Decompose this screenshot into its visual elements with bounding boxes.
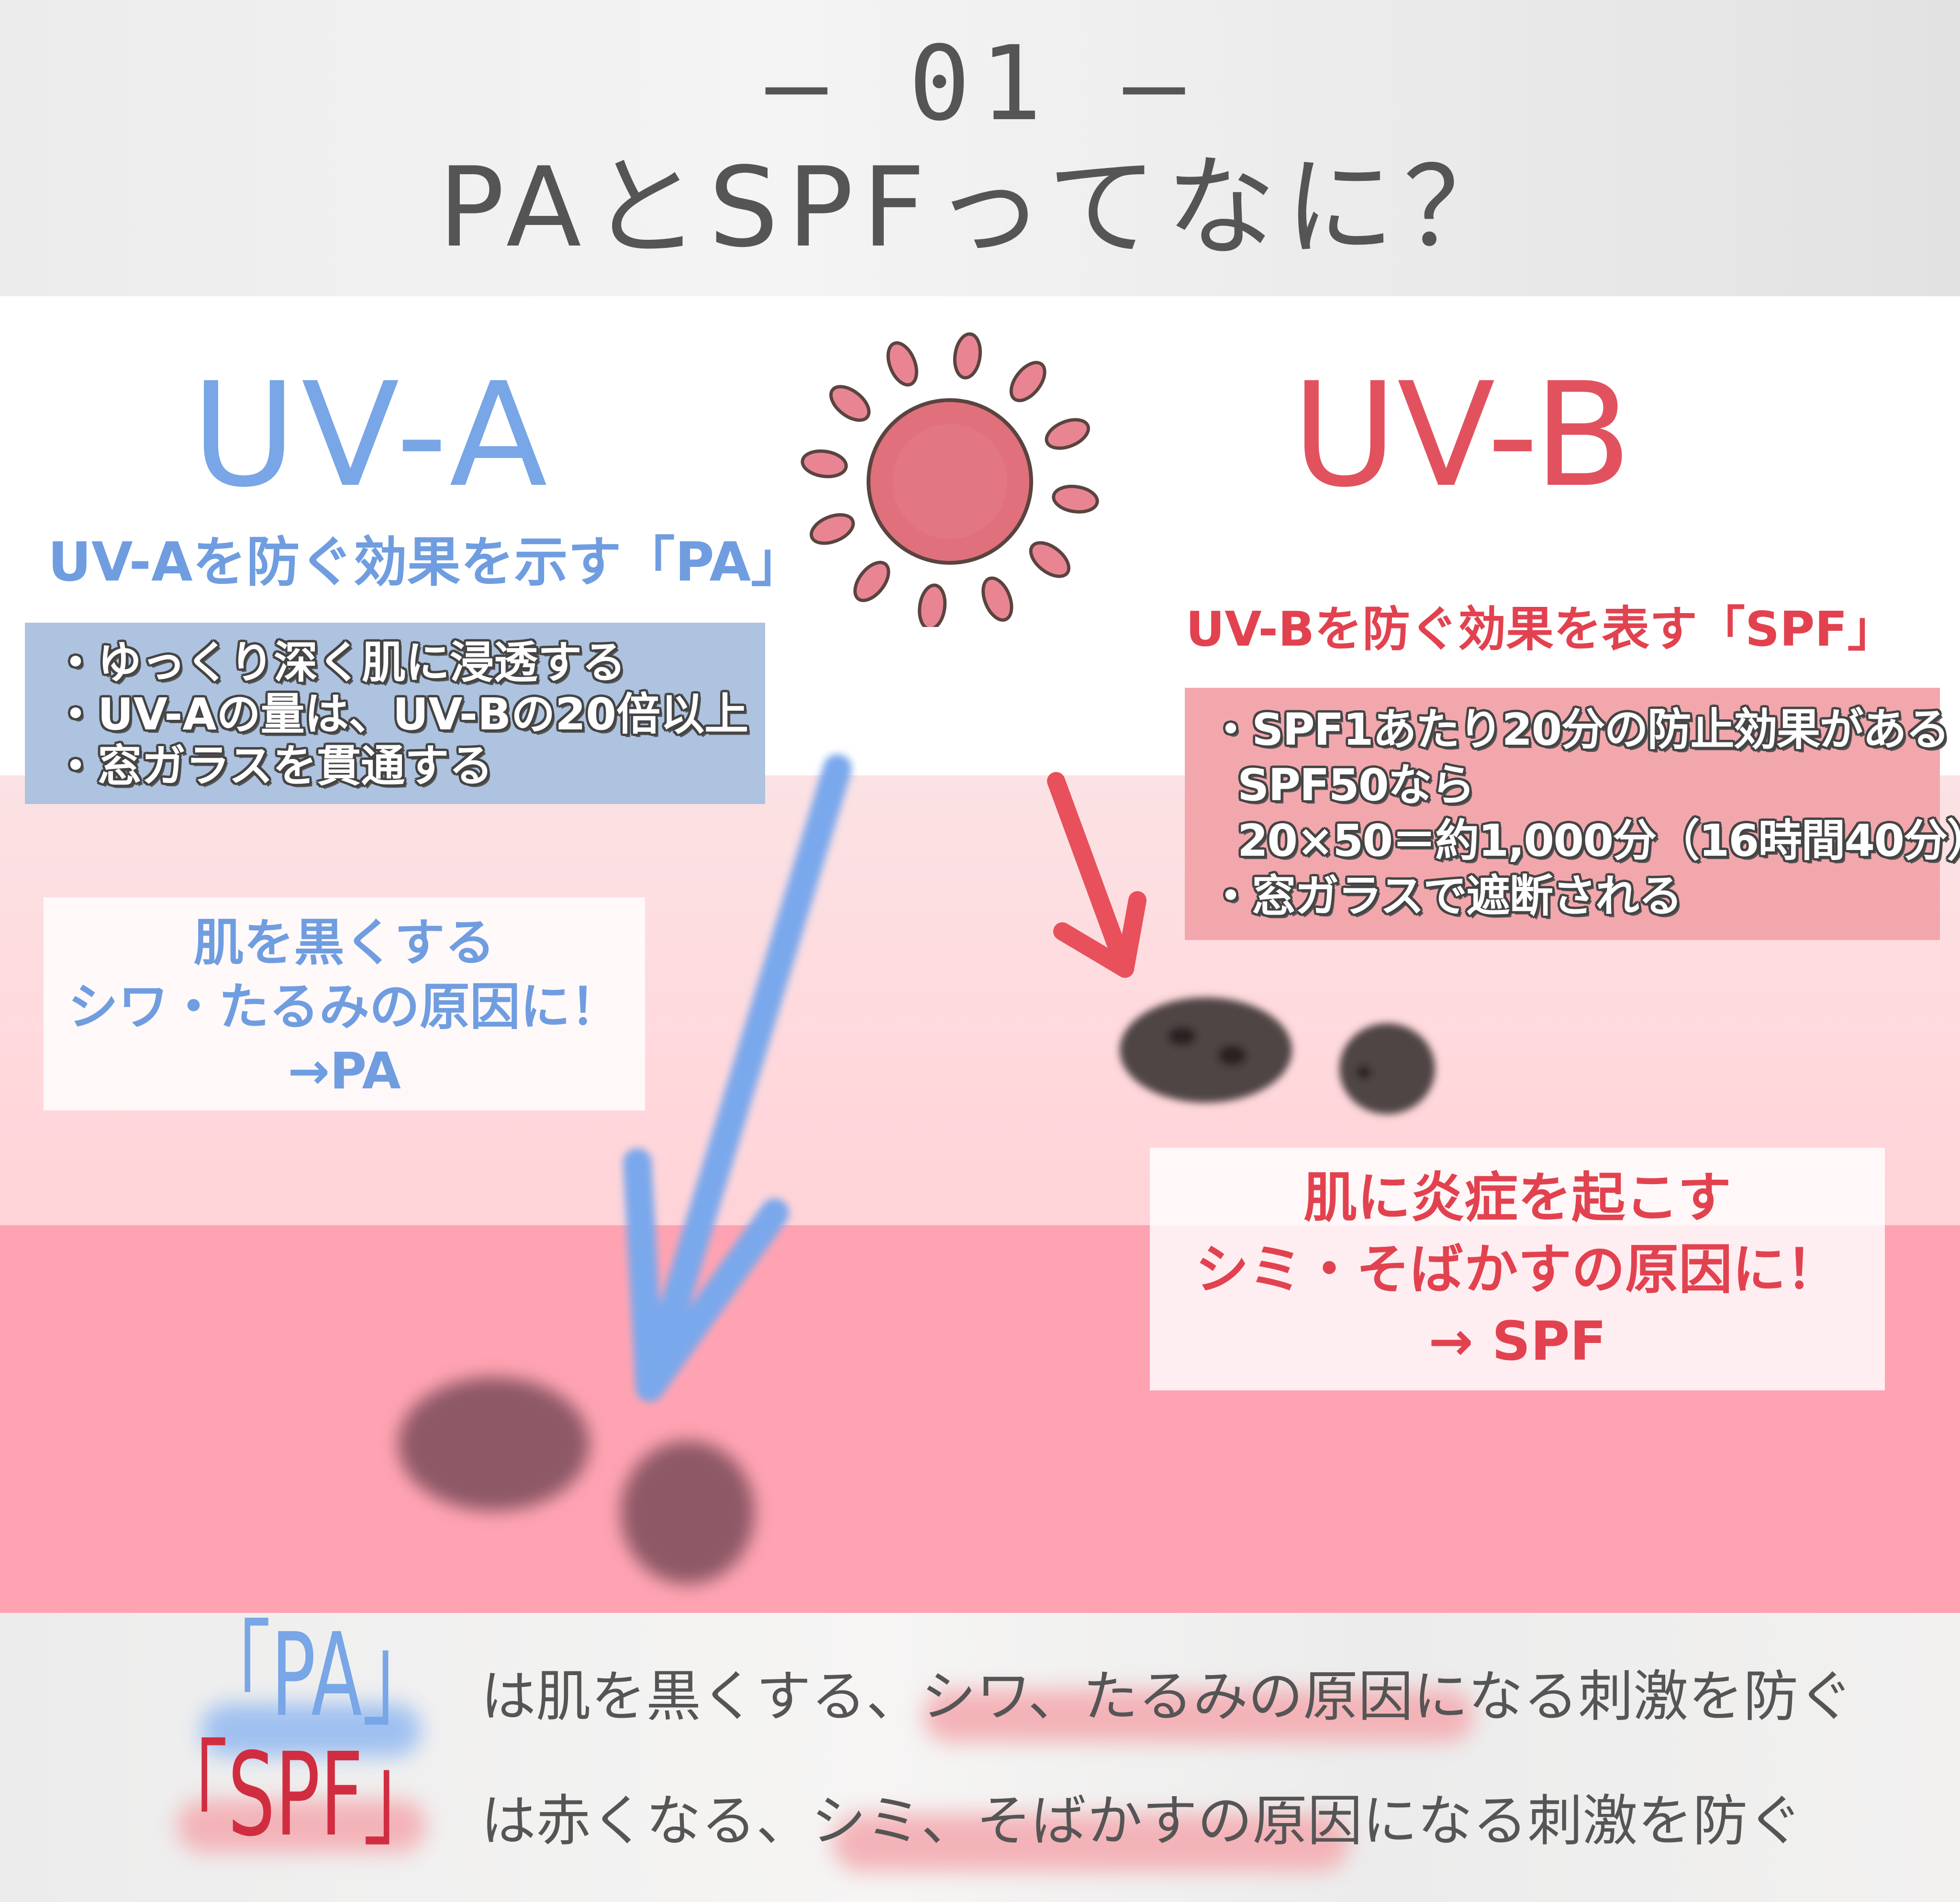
header-band xyxy=(0,0,1960,296)
uva-fact: ・ゆっくり深く肌に浸透する xyxy=(54,637,626,688)
uva-label: UV-A xyxy=(191,352,553,519)
uva-effect-line: シワ・たるみの原因に！ xyxy=(67,978,621,1036)
deep-spots xyxy=(398,1377,755,1584)
sun-icon xyxy=(801,332,1099,627)
sun-ray xyxy=(853,560,891,602)
sun-ray xyxy=(810,513,855,545)
uva-arrow xyxy=(623,754,852,1402)
sun-ray xyxy=(829,385,871,422)
sun-ray xyxy=(918,583,947,627)
uvb-fact: ・SPF1あたり20分の防止効果がある xyxy=(1209,704,1950,755)
pa-highlight xyxy=(201,1704,421,1757)
surface-spots xyxy=(1120,997,1435,1114)
uvb-effect-box: 肌に炎症を起こす シミ・そばかすの原因に！ → SPF xyxy=(1150,1148,1885,1390)
pa-text-highlight xyxy=(924,1689,1474,1742)
uva-fact: ・窓ガラスを貫通する xyxy=(54,740,493,792)
page-title: PAとSPFってなに？ xyxy=(438,144,1522,272)
sun-ray xyxy=(801,449,848,479)
sun-ray xyxy=(1029,541,1070,578)
uvb-arrow xyxy=(1047,772,1147,978)
uvb-facts-box: ・SPF1あたり20分の防止効果がある SPF50なら 20×50＝約1,000… xyxy=(1185,688,1960,940)
sun-ray xyxy=(1045,418,1090,450)
spf-highlight xyxy=(177,1800,426,1852)
uva-effect-line: 肌を黒くする xyxy=(193,914,495,972)
sun-ray xyxy=(1009,361,1047,403)
uva-effect-box: 肌を黒くする シワ・たるみの原因に！ →PA xyxy=(44,897,645,1110)
uvb-label: UV-B xyxy=(1292,352,1632,519)
spf-text-highlight xyxy=(833,1814,1349,1871)
uvb-effect-line: 肌に炎症を起こす xyxy=(1303,1167,1731,1229)
pa-summary: は肌を黒くする、シワ、たるみの原因になる刺激を防ぐ xyxy=(481,1665,1854,1729)
uvb-effect-line: シミ・そばかすの原因に！ xyxy=(1195,1239,1840,1301)
uvb-subtitle: UV-Bを防ぐ効果を表す「SPF」 xyxy=(1186,601,1895,657)
uvb-fact: SPF50なら xyxy=(1209,760,1475,811)
uvb-effect-line: → SPF xyxy=(1428,1310,1607,1373)
uva-fact: ・UV-Aの量は、UV-Bの20倍以上 xyxy=(54,689,749,740)
pa-tag: 「PA」 xyxy=(196,1608,437,1742)
uva-subtitle: UV-Aを防ぐ効果を示す「PA」 xyxy=(48,531,805,593)
section-number: — 01 — xyxy=(765,23,1195,144)
sun-ray xyxy=(953,332,982,380)
sun-ray xyxy=(886,341,918,387)
spf-tag: 「SPF」 xyxy=(153,1728,438,1862)
uvb-fact: ・窓ガラスで遮断される xyxy=(1209,871,1682,922)
uva-facts-box: ・ゆっくり深く肌に浸透する・UV-Aの量は、UV-Bの20倍以上・窓ガラスを貫通… xyxy=(25,623,765,804)
spf-summary: は赤くなる、シミ、そばかすの原因になる刺激を防ぐ xyxy=(481,1789,1803,1853)
uvb-fact: 20×50＝約1,000分（16時間40分） xyxy=(1209,815,1960,866)
sun-ray xyxy=(1052,484,1099,514)
uva-effect-line: →PA xyxy=(288,1042,401,1100)
sun-ray xyxy=(981,576,1013,622)
